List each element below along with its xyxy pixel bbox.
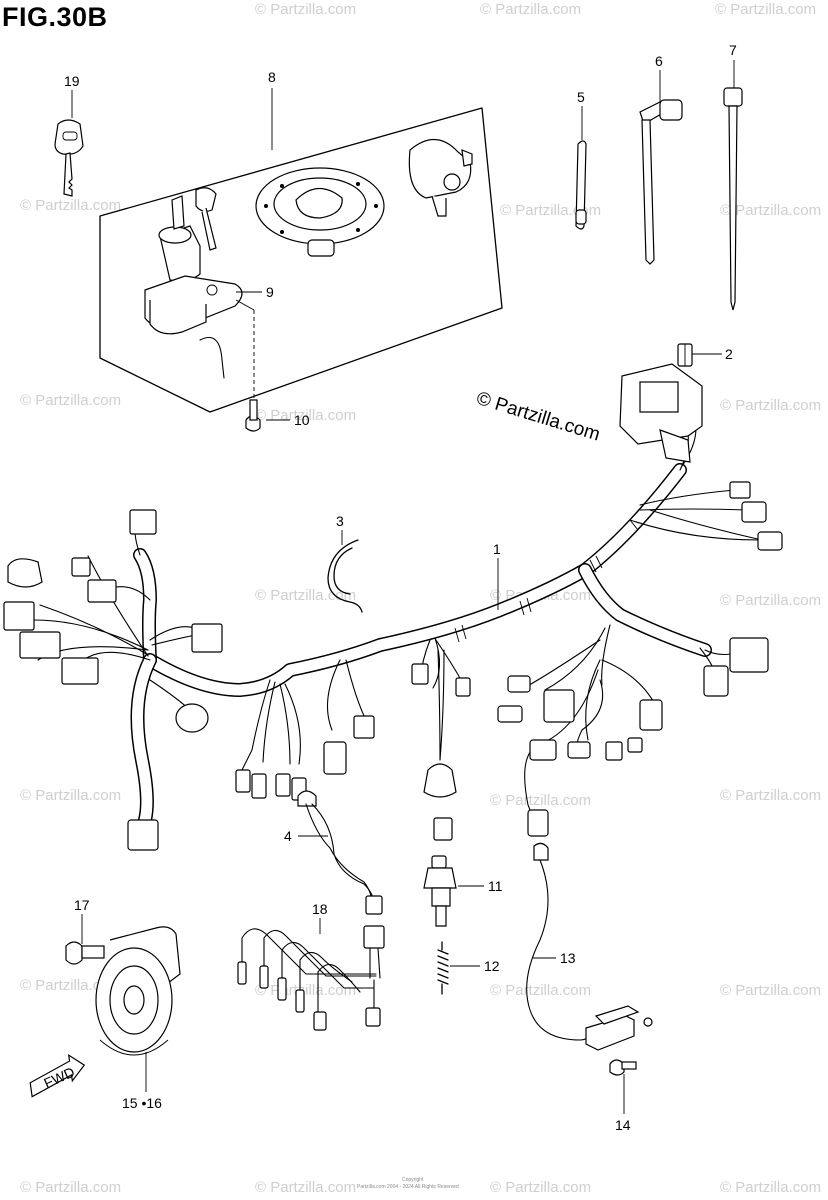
clamp-part-6 — [639, 99, 683, 265]
switch-part-11 — [423, 855, 457, 927]
watermark-text: © Partzilla.com — [20, 1179, 121, 1196]
clip-part — [327, 539, 363, 613]
figure-title: FIG.30B — [2, 2, 108, 32]
sensor-part-13 — [526, 842, 653, 1076]
key-part — [54, 119, 84, 197]
callout-3: 3 — [336, 513, 344, 529]
callout-labels: 19 8 9 10 5 6 7 2 3 1 4 11 12 13 14 15 •… — [64, 42, 737, 1133]
watermark-text: © Partzilla.com — [720, 1179, 821, 1196]
watermark-text: © Partzilla.com — [20, 787, 121, 804]
watermark-text: © Partzilla.com — [20, 197, 121, 214]
watermark-text: © Partzilla.com — [255, 587, 356, 604]
callout-5: 5 — [577, 89, 585, 105]
watermark-text: © Partzilla.com — [20, 977, 121, 994]
watermark-text: © Partzilla.com — [720, 592, 821, 609]
harness-connectors — [3, 363, 783, 851]
callout-11: 11 — [488, 878, 503, 894]
spring-part-12 — [437, 941, 449, 995]
leader-lines — [71, 60, 735, 1114]
forward-direction-arrow: FWD — [29, 1053, 86, 1098]
cable-tie-part — [723, 87, 743, 311]
callout-19: 19 — [64, 73, 80, 89]
watermark-text: © Partzilla.com — [490, 982, 591, 999]
watermark-text: © Partzilla.com — [480, 1, 581, 18]
callout-9: 9 — [266, 284, 274, 300]
callout-6: 6 — [655, 53, 663, 69]
callout-14: 14 — [615, 1117, 631, 1133]
screw-part — [235, 299, 261, 432]
watermark-text: © Partzilla.com — [490, 792, 591, 809]
watermark-text: © Partzilla.com — [20, 392, 121, 409]
callout-12: 12 — [484, 958, 500, 974]
watermark-text: © Partzilla.com — [255, 1179, 356, 1196]
horn-part — [65, 926, 181, 1056]
watermark-text: © Partzilla.com — [720, 202, 821, 219]
watermark-text: © Partzilla.com — [490, 1179, 591, 1196]
callout-4: 4 — [284, 828, 292, 844]
callout-2: 2 — [725, 346, 733, 362]
callout-13: 13 — [560, 950, 576, 966]
forward-arrow-label: FWD — [41, 1064, 77, 1092]
footer-line: Partzilla.com 2004 - 2024 All Rights Res… — [357, 1184, 459, 1190]
fuse-part — [677, 343, 693, 367]
callout-18: 18 — [312, 901, 328, 917]
watermark-text: © Partzilla.com — [715, 1, 816, 18]
footer-fine-print: Copyright Partzilla.com 2004 - 2024 All … — [357, 1177, 459, 1190]
clamp-part-5 — [575, 140, 587, 230]
lock-set-box — [99, 107, 503, 413]
main-wiring-harness — [33, 427, 763, 827]
footer-line: Copyright — [402, 1177, 424, 1183]
watermark-text: © Partzilla.com — [720, 982, 821, 999]
watermark-text: © Partzilla.com — [720, 397, 821, 414]
sub-harness-part-4 — [297, 790, 383, 915]
lead-wire-set-part-18 — [237, 925, 385, 1031]
callout-17: 17 — [74, 897, 90, 913]
callout-10: 10 — [294, 412, 310, 428]
callout-15-16: 15 •16 — [122, 1095, 162, 1111]
watermark-text: © Partzilla.com — [720, 787, 821, 804]
callout-1: 1 — [493, 541, 501, 557]
callout-7: 7 — [729, 42, 737, 58]
callout-8: 8 — [268, 69, 276, 85]
watermark-text: © Partzilla.com — [255, 1, 356, 18]
